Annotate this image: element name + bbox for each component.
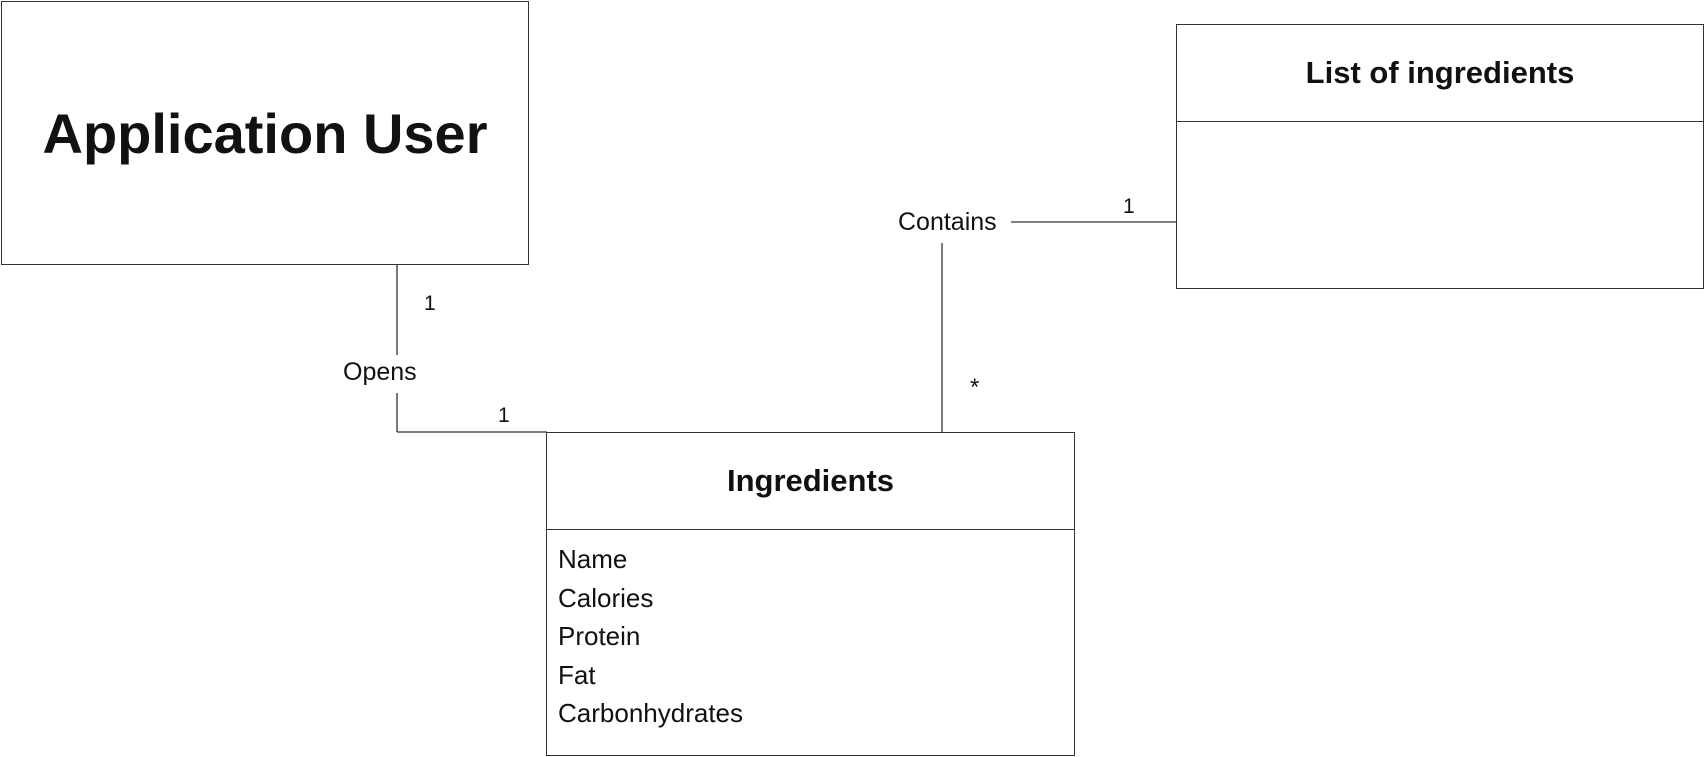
- attribute-name: Name: [558, 544, 628, 574]
- attribute-calories: Calories: [558, 582, 654, 613]
- class-list-of-ingredients: List of ingredients: [1176, 24, 1704, 289]
- class-application-user: Application User: [1, 1, 529, 265]
- multiplicity-ingredients-contains: *: [970, 374, 980, 401]
- multiplicity-user-opens: 1: [424, 292, 436, 315]
- association-contains-label: Contains: [898, 208, 997, 236]
- class-application-user-title: Application User: [42, 101, 488, 165]
- class-list-of-ingredients-title: List of ingredients: [1305, 55, 1575, 90]
- multiplicity-list-contains: 1: [1123, 195, 1135, 218]
- class-ingredients-attributes: Name Calories Protein Fat Carbonhydrates: [547, 529, 1074, 755]
- attribute-protein: Protein: [558, 621, 641, 651]
- association-opens-label: Opens: [343, 358, 417, 386]
- multiplicity-ingredients-opens: 1: [498, 404, 510, 427]
- class-ingredients-title: Ingredients: [726, 463, 895, 498]
- class-list-of-ingredients-attributes: [1177, 121, 1703, 288]
- class-ingredients: Ingredients Name Calories Protein Fat Ca…: [546, 432, 1075, 756]
- attribute-carbonhydrates: Carbonhydrates: [558, 698, 743, 728]
- attribute-fat: Fat: [558, 659, 596, 690]
